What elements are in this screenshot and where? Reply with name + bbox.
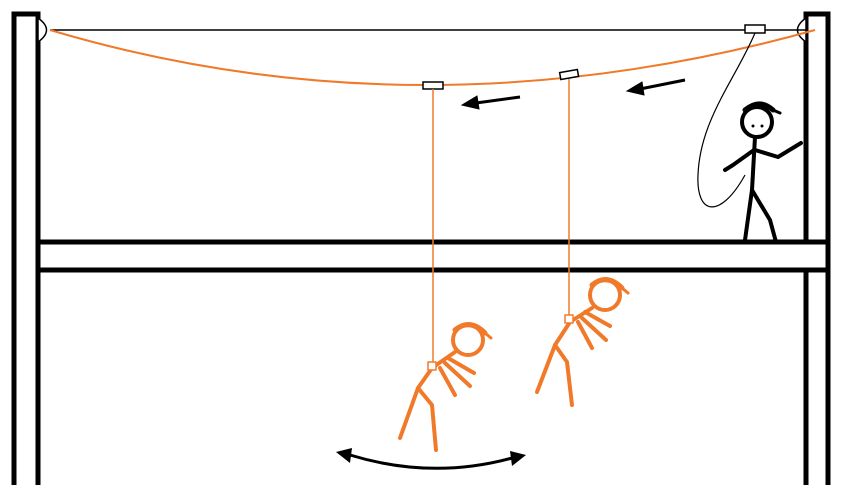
motion-arrows xyxy=(460,78,686,110)
worker-lanyard xyxy=(697,32,756,208)
trolley-middle xyxy=(558,68,580,81)
trolley-left xyxy=(422,81,444,90)
building-structure xyxy=(11,11,831,485)
right-column xyxy=(803,11,831,485)
stick-figure-worker-icon xyxy=(723,101,803,244)
trolley-right xyxy=(744,24,766,34)
lifeline-sagged xyxy=(49,29,816,86)
arrow-left-icon xyxy=(625,78,686,96)
stick-figure-fallen-worker-icon xyxy=(398,322,493,452)
left-column xyxy=(11,11,828,485)
left-wall-anchor xyxy=(37,16,48,44)
stick-figure-fallen-worker-icon xyxy=(535,277,630,407)
double-headed-curved-arrow-icon xyxy=(336,448,526,470)
arrow-left-icon xyxy=(460,95,521,110)
